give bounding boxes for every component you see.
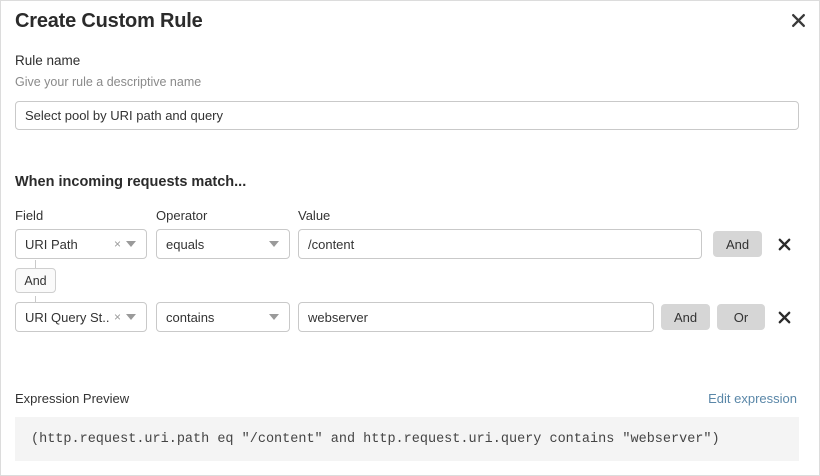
expression-preview-text: (http.request.uri.path eq "/content" and… bbox=[31, 431, 720, 447]
delete-condition-icon-1[interactable] bbox=[773, 233, 795, 255]
conditions-heading: When incoming requests match... bbox=[15, 174, 247, 190]
chevron-down-icon[interactable] bbox=[269, 241, 279, 247]
close-icon[interactable] bbox=[785, 7, 811, 33]
operator-select-1-value: equals bbox=[166, 236, 205, 252]
clear-icon[interactable]: × bbox=[113, 310, 121, 324]
and-button-2[interactable]: And bbox=[661, 304, 711, 330]
or-button-2[interactable]: Or bbox=[717, 304, 765, 330]
clear-icon[interactable]: × bbox=[113, 237, 121, 251]
operator-select-1[interactable]: equals bbox=[156, 229, 290, 259]
chevron-down-icon[interactable] bbox=[269, 314, 279, 320]
value-input-2[interactable] bbox=[298, 302, 654, 332]
value-input-1[interactable] bbox=[298, 229, 702, 259]
column-header-value: Value bbox=[298, 208, 331, 223]
operator-select-2[interactable]: contains bbox=[156, 302, 290, 332]
connector-line-bottom bbox=[35, 296, 36, 304]
connector-and-chip[interactable]: And bbox=[15, 268, 56, 293]
rule-name-help-text: Give your rule a descriptive name bbox=[15, 75, 202, 89]
column-header-field: Field bbox=[15, 208, 44, 223]
expression-preview-label: Expression Preview bbox=[15, 391, 130, 406]
rule-name-label: Rule name bbox=[15, 53, 81, 68]
condition-connector: And bbox=[15, 260, 57, 304]
and-button-1[interactable]: And bbox=[713, 231, 763, 257]
field-select-1[interactable]: URI Path × bbox=[15, 229, 147, 259]
column-header-operator: Operator bbox=[156, 208, 208, 223]
condition-row: URI Query St... × contains And Or bbox=[1, 302, 819, 332]
field-select-2[interactable]: URI Query St... × bbox=[15, 302, 147, 332]
condition-row: URI Path × equals And bbox=[1, 229, 819, 259]
chevron-down-icon[interactable] bbox=[126, 314, 136, 320]
field-select-1-value: URI Path bbox=[25, 236, 78, 252]
connector-line-top bbox=[35, 260, 36, 268]
field-select-2-value: URI Query St... bbox=[25, 309, 109, 325]
chevron-down-icon[interactable] bbox=[126, 241, 136, 247]
edit-expression-link[interactable]: Edit expression bbox=[708, 391, 797, 406]
rule-name-input[interactable] bbox=[15, 101, 799, 130]
operator-select-2-value: contains bbox=[166, 309, 215, 325]
delete-condition-icon-2[interactable] bbox=[773, 306, 795, 328]
expression-preview-box: (http.request.uri.path eq "/content" and… bbox=[15, 417, 799, 461]
page-title: Create Custom Rule bbox=[15, 10, 203, 32]
